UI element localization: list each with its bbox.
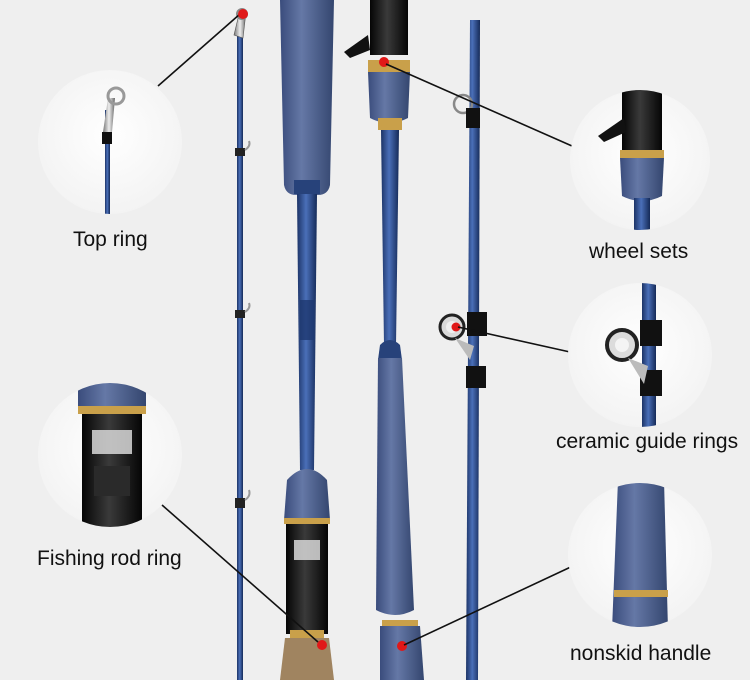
zoom-circle-top-ring (38, 70, 182, 214)
rod-spinning (280, 0, 334, 680)
label-ceramic-guide-rings: ceramic guide rings (556, 430, 739, 453)
pointer-dots (238, 9, 248, 19)
zoom-circle-ceramic-guide (568, 283, 712, 427)
label-wheel-sets: wheel sets (589, 240, 689, 263)
label-fishing-rod-ring: Fishing rod ring (37, 547, 182, 570)
zoom-circle-wheel-sets (570, 90, 710, 230)
zoom-circle-nonskid-handle (568, 483, 712, 627)
label-nonskid-handle: nonskid handle (570, 642, 712, 665)
rod-casting (344, 0, 424, 680)
rod-guided (438, 20, 487, 680)
pointer-lines (157, 13, 576, 646)
label-top-ring: Top ring (73, 228, 148, 251)
zoom-circle-fishing-rod-ring (38, 383, 182, 527)
